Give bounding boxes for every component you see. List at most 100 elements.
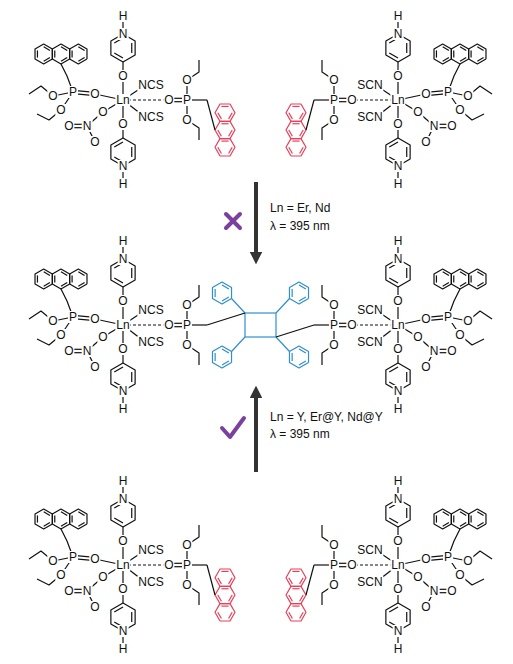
- bond: [61, 512, 67, 516]
- atom-label: O: [392, 70, 403, 82]
- bond: [292, 289, 293, 297]
- atom-label: H: [118, 475, 129, 487]
- bond: [52, 44, 69, 64]
- bond: [292, 353, 293, 361]
- atom-label: N: [118, 28, 129, 40]
- bond: [70, 509, 87, 529]
- atom-label: O: [181, 74, 192, 86]
- bond: [54, 275, 55, 282]
- bond: [443, 47, 449, 51]
- atom-label: O: [117, 343, 128, 355]
- atom-label: O: [163, 559, 174, 571]
- bond: [300, 612, 304, 618]
- bond: [221, 588, 228, 589]
- atom-label: P: [329, 319, 339, 331]
- bond: [460, 283, 466, 287]
- bond: [35, 44, 52, 64]
- bond: [131, 612, 132, 622]
- reaction-arrow: [254, 182, 258, 258]
- atom-label: O: [462, 90, 473, 102]
- bond: [299, 361, 306, 365]
- bond: [436, 50, 437, 57]
- bond: [218, 147, 222, 153]
- bond: [61, 272, 67, 276]
- bond: [289, 147, 293, 153]
- bond: [477, 272, 483, 276]
- bond: [221, 123, 228, 124]
- atom-label: O: [420, 88, 431, 100]
- bond: [232, 337, 246, 352]
- atom-label: P: [329, 94, 339, 106]
- atom-label: P: [443, 311, 453, 323]
- atom-label: N: [393, 493, 404, 505]
- bond: [232, 299, 246, 314]
- bond: [470, 515, 471, 522]
- atom-label: O: [454, 569, 465, 581]
- bond: [44, 512, 50, 516]
- atom-label: H: [118, 10, 129, 22]
- bond: [289, 595, 293, 601]
- atom-label: O: [328, 539, 339, 551]
- atom-label: O: [117, 70, 128, 82]
- bond-lines: [29, 16, 492, 649]
- atom-label: O: [163, 319, 174, 331]
- bond: [221, 106, 228, 107]
- bond: [71, 50, 72, 57]
- condition-label: λ = 395 nm: [268, 219, 332, 233]
- atom-label: O: [181, 579, 192, 591]
- condition-label: Ln = Er, Nd: [268, 201, 332, 215]
- atom-label: O: [446, 120, 457, 132]
- atom-label: P: [329, 559, 339, 571]
- bond: [131, 147, 132, 157]
- atom-label: N: [429, 120, 440, 132]
- bond: [389, 53, 398, 58]
- bond: [131, 372, 132, 382]
- atom-label: O: [420, 553, 431, 565]
- bond: [61, 523, 67, 527]
- bond: [299, 349, 306, 353]
- bond: [276, 299, 290, 314]
- atom-label: O: [346, 94, 357, 106]
- atom-label: Ln: [115, 94, 130, 106]
- bond: [54, 50, 55, 57]
- atom-label: N: [393, 385, 404, 397]
- bond: [292, 571, 299, 572]
- atom-label: O: [47, 555, 58, 567]
- atom-label: O: [47, 315, 58, 327]
- bond: [460, 47, 466, 51]
- bond: [229, 578, 233, 584]
- bond: [114, 607, 123, 612]
- condition-label: λ = 395 nm: [268, 427, 332, 441]
- atom-label: N: [393, 160, 404, 172]
- bond: [44, 523, 50, 527]
- bond: [443, 58, 449, 62]
- bond: [443, 523, 449, 527]
- bond: [114, 367, 123, 372]
- bond: [245, 312, 276, 313]
- bond: [71, 515, 72, 522]
- atom-label: N: [118, 253, 129, 265]
- bond: [470, 50, 471, 57]
- atom-label: P: [68, 311, 78, 323]
- atom-label: O: [392, 295, 403, 307]
- bond: [215, 586, 235, 603]
- bond: [453, 275, 454, 282]
- atom-label: O: [117, 118, 128, 130]
- atom-label: O: [63, 120, 74, 132]
- atom-label: O: [392, 535, 403, 547]
- atom-label: O: [420, 601, 431, 613]
- bond: [469, 44, 486, 64]
- bond: [35, 269, 52, 289]
- atom-label: P: [182, 319, 192, 331]
- atom-label: N: [118, 625, 129, 637]
- bond: [289, 612, 293, 618]
- atom-label: Ln: [115, 319, 130, 331]
- bond: [436, 275, 437, 282]
- bond: [215, 139, 235, 156]
- atom-label: O: [412, 106, 423, 118]
- bond: [229, 113, 233, 119]
- atom-label: NCS: [137, 304, 164, 316]
- bond: [218, 130, 222, 136]
- bond: [300, 113, 304, 119]
- bond: [469, 269, 486, 289]
